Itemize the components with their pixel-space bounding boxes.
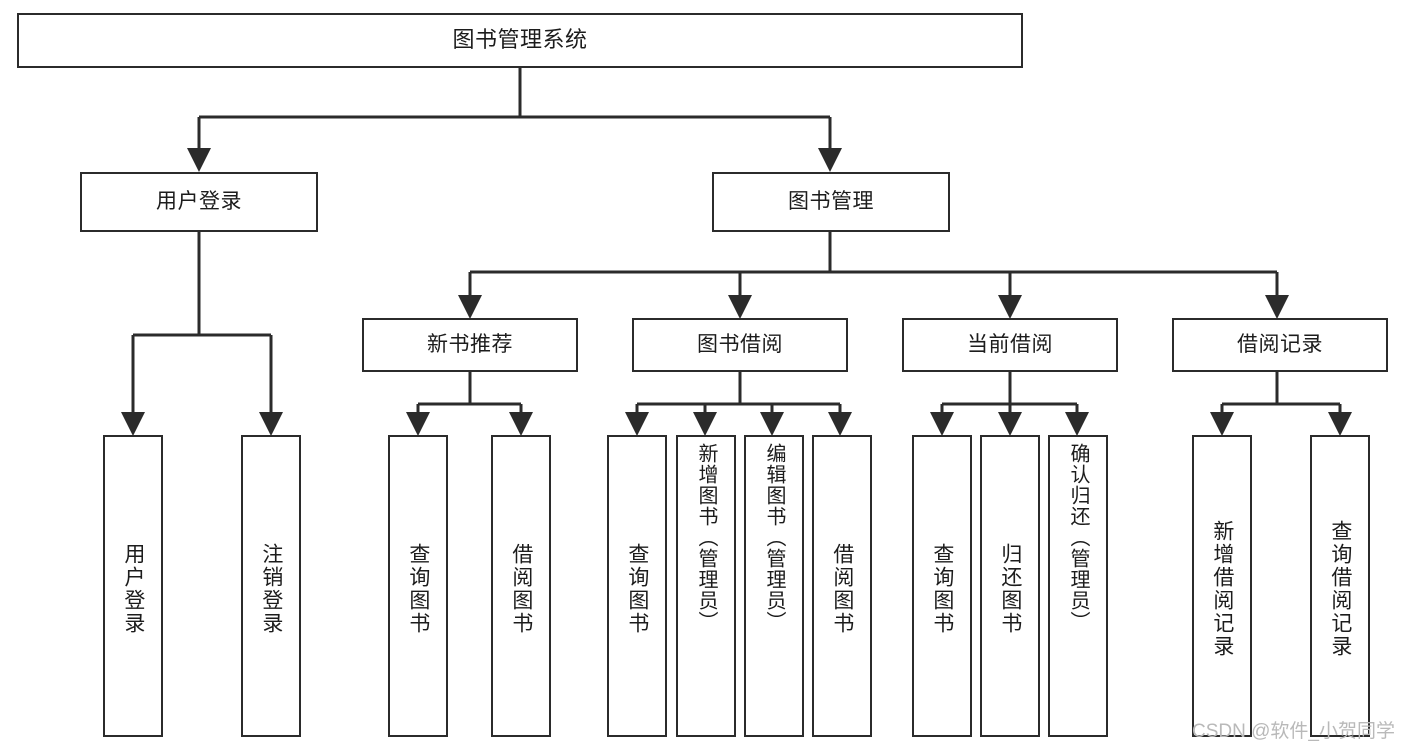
node-user-login[interactable]: 用户登录	[80, 172, 318, 232]
node-label: 当前借阅	[967, 333, 1053, 357]
leaf-query-borrow-record[interactable]: 查询借阅记录	[1310, 435, 1370, 737]
node-label: 图书管理	[788, 190, 874, 214]
node-label: 查询图书	[625, 543, 649, 635]
node-label: 借阅图书	[830, 543, 854, 635]
leaf-return-book[interactable]: 归还图书	[980, 435, 1040, 737]
node-label: 图书借阅	[697, 333, 783, 357]
csdn-watermark: CSDN @软件_小贺同学	[1192, 721, 1395, 742]
node-label: 新增图书（管理员）	[695, 443, 717, 632]
leaf-confirm-return-admin[interactable]: 确认归还（管理员）	[1048, 435, 1108, 737]
node-label: 查询图书	[930, 543, 954, 635]
leaf-edit-book-admin[interactable]: 编辑图书（管理员）	[744, 435, 804, 737]
node-label: 归还图书	[998, 543, 1022, 635]
node-borrow-record[interactable]: 借阅记录	[1172, 318, 1388, 372]
leaf-query-book-current[interactable]: 查询图书	[912, 435, 972, 737]
leaf-add-book-admin[interactable]: 新增图书（管理员）	[676, 435, 736, 737]
leaf-borrow-book-borrow[interactable]: 借阅图书	[812, 435, 872, 737]
leaf-user-logout[interactable]: 注销登录	[241, 435, 301, 737]
node-label: 新增借阅记录	[1210, 520, 1234, 658]
node-label: 用户登录	[156, 190, 242, 214]
node-label: 借阅图书	[509, 543, 533, 635]
leaf-user-login[interactable]: 用户登录	[103, 435, 163, 737]
node-label: 编辑图书（管理员）	[763, 443, 785, 632]
node-label: 确认归还（管理员）	[1067, 443, 1089, 632]
leaf-borrow-book-recommend[interactable]: 借阅图书	[491, 435, 551, 737]
node-label: 注销登录	[259, 543, 283, 635]
node-label: 图书管理系统	[452, 27, 588, 53]
node-label: 用户登录	[121, 543, 145, 635]
node-book-borrow[interactable]: 图书借阅	[632, 318, 848, 372]
node-new-book-recommend[interactable]: 新书推荐	[362, 318, 578, 372]
node-root-book-management-system[interactable]: 图书管理系统	[17, 13, 1023, 68]
node-label: 新书推荐	[427, 333, 513, 357]
node-book-management[interactable]: 图书管理	[712, 172, 950, 232]
node-current-borrow[interactable]: 当前借阅	[902, 318, 1118, 372]
leaf-query-book-borrow[interactable]: 查询图书	[607, 435, 667, 737]
node-label: 查询图书	[406, 543, 430, 635]
node-label: 借阅记录	[1237, 333, 1323, 357]
node-label: 查询借阅记录	[1328, 520, 1352, 658]
leaf-add-borrow-record[interactable]: 新增借阅记录	[1192, 435, 1252, 737]
leaf-query-book-recommend[interactable]: 查询图书	[388, 435, 448, 737]
